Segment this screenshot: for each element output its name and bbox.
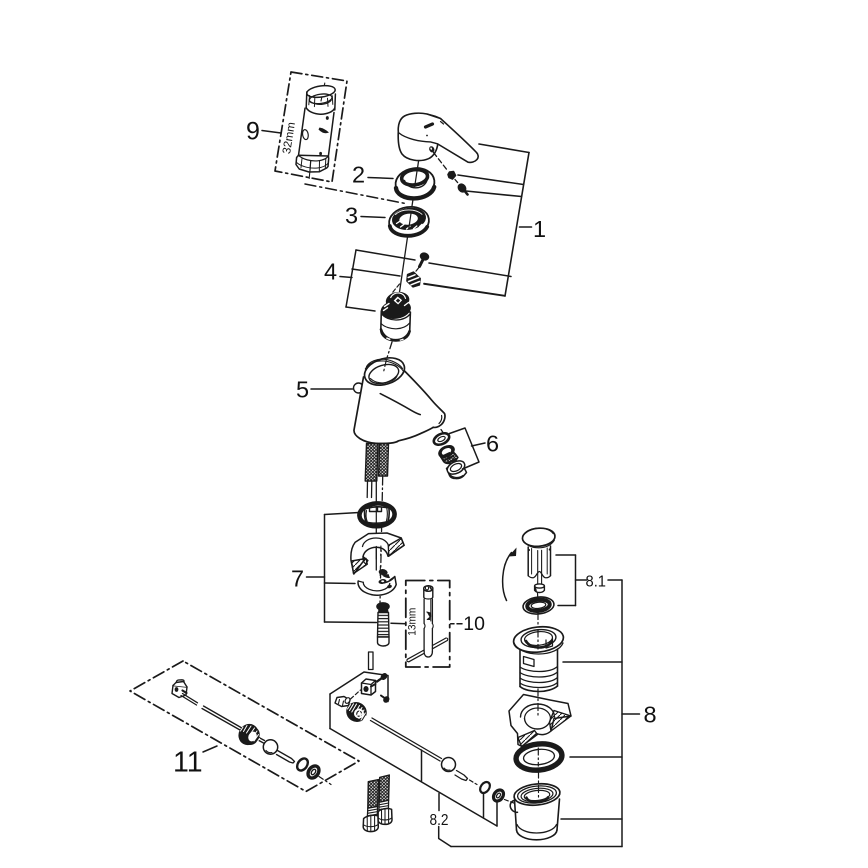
svg-text:8: 8 xyxy=(644,702,657,728)
svg-text:8.2: 8.2 xyxy=(430,812,449,829)
svg-text:6: 6 xyxy=(486,431,499,457)
svg-text:8.1: 8.1 xyxy=(586,574,607,591)
svg-text:11: 11 xyxy=(173,747,203,779)
svg-text:1: 1 xyxy=(533,216,546,242)
svg-text:32mm: 32mm xyxy=(281,121,298,154)
svg-text:13mm: 13mm xyxy=(407,608,419,636)
svg-text:9: 9 xyxy=(246,118,260,146)
svg-text:10: 10 xyxy=(463,613,485,635)
svg-text:4: 4 xyxy=(324,259,337,285)
svg-text:2: 2 xyxy=(352,162,365,188)
svg-text:7: 7 xyxy=(291,566,304,592)
svg-text:3: 3 xyxy=(345,203,358,229)
svg-text:5: 5 xyxy=(296,377,309,403)
